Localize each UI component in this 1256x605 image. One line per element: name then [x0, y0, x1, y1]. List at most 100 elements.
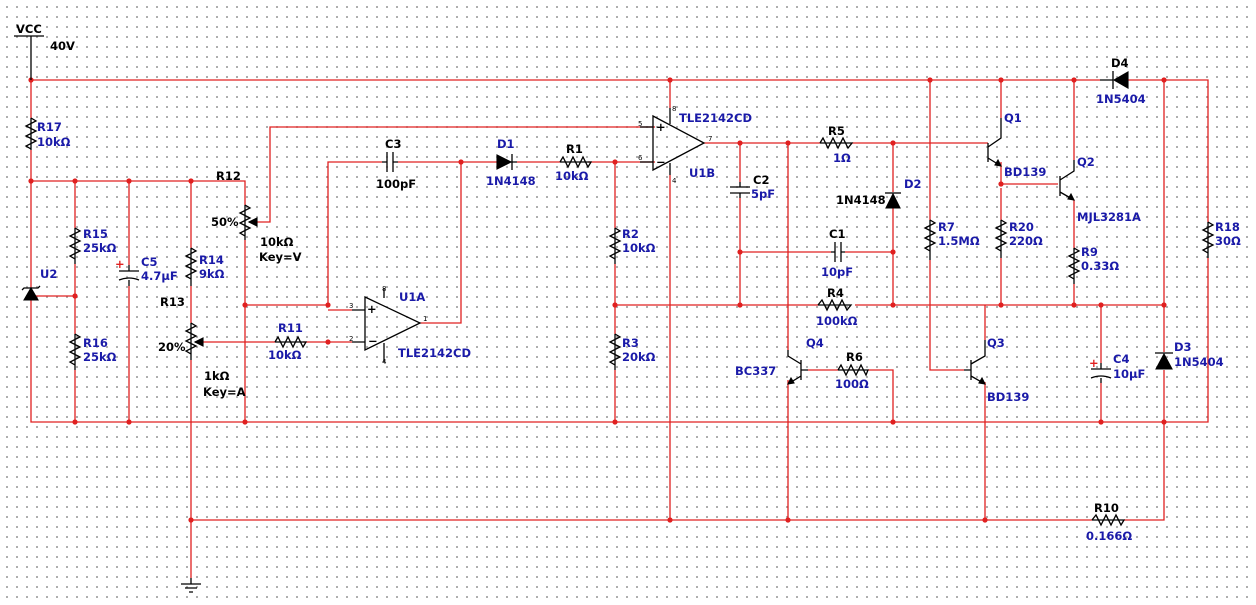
value-R18: 30Ω — [1215, 234, 1241, 248]
label-C3: C3 — [385, 137, 401, 151]
transistor-symbol-Q4 — [787, 350, 808, 385]
value-R15: 25kΩ — [83, 241, 117, 255]
vcc-supply-symbol — [14, 35, 44, 80]
value-R9: 0.33Ω — [1081, 259, 1119, 273]
resistor-symbol-R17 — [24, 117, 38, 150]
label-R11: R11 — [278, 321, 303, 335]
junctions — [28, 77, 1167, 523]
part-D2: 1N4148 — [836, 193, 886, 207]
label-R18: R18 — [1215, 220, 1240, 234]
transistor-symbol-Q2 — [1059, 160, 1075, 201]
svg-text:+: + — [1089, 356, 1099, 370]
resistor-symbol-R9 — [1067, 247, 1081, 284]
key-R13: Key=A — [203, 385, 246, 399]
transistor-symbol-Q1 — [987, 118, 1002, 167]
label-Q2: Q2 — [1077, 155, 1095, 169]
ground-symbol — [181, 578, 201, 593]
setting-R12: 50% — [211, 215, 239, 229]
vcc-label: VCC — [16, 22, 42, 36]
capacitor-symbol-C4: + — [1089, 356, 1112, 383]
value-R1: 10kΩ — [555, 169, 589, 183]
svg-text:+: + — [115, 257, 125, 271]
value-R5: 1Ω — [833, 151, 851, 165]
value-R14: 9kΩ — [199, 267, 225, 281]
label-C1: C1 — [829, 227, 845, 241]
label-D4: D4 — [1111, 56, 1129, 70]
resistor-symbol-R11 — [274, 335, 308, 349]
pin-U1B-vcc: 8 — [672, 105, 676, 113]
pin-U1B-gnd: 4 — [672, 177, 677, 185]
resistor-symbol-R6 — [837, 363, 869, 377]
label-R5: R5 — [828, 124, 845, 138]
label-D3: D3 — [1174, 340, 1192, 354]
value-R17: 10kΩ — [37, 135, 71, 149]
diode-symbol-D1 — [496, 154, 517, 170]
pin-U1B-out: 7 — [708, 135, 712, 143]
value-C2: 5pF — [751, 187, 775, 201]
value-R13: 1kΩ — [204, 369, 230, 383]
value-R7: 1.5MΩ — [938, 234, 980, 248]
svg-text:+: + — [367, 302, 377, 316]
resistor-symbol-R5 — [819, 136, 854, 150]
label-U2: U2 — [40, 267, 57, 281]
pin-U1A-minus: 2 — [349, 335, 353, 343]
capacitor-symbol-C3 — [382, 152, 398, 172]
resistor-symbol-R18 — [1201, 221, 1215, 258]
part-D4: 1N5404 — [1096, 92, 1146, 106]
resistor-symbol-R20 — [994, 219, 1008, 258]
capacitor-symbol-C5: + — [115, 257, 140, 286]
value-R20: 220Ω — [1009, 234, 1043, 248]
part-U1A: TLE2142CD — [398, 346, 471, 360]
resistor-symbol-R4 — [817, 298, 853, 312]
value-R11: 10kΩ — [268, 348, 302, 362]
key-R12: Key=V — [259, 250, 302, 264]
label-R6: R6 — [846, 350, 863, 364]
label-U1A: U1A — [399, 290, 425, 304]
resistor-symbol-R10 — [1091, 513, 1126, 527]
pin-U1A-gnd: 4 — [382, 358, 387, 366]
opamp-symbol-U1B: +− — [640, 108, 706, 175]
wires — [30, 79, 1209, 578]
value-C4: 10μF — [1113, 367, 1145, 381]
label-R20: R20 — [1009, 220, 1034, 234]
label-C4: C4 — [1113, 352, 1129, 366]
capacitor-symbol-C2 — [730, 182, 750, 198]
label-R2: R2 — [622, 227, 639, 241]
value-R3: 20kΩ — [622, 350, 656, 364]
label-U1B: U1B — [689, 166, 715, 180]
part-U1B: TLE2142CD — [679, 111, 752, 125]
resistor-symbol-R15 — [68, 227, 82, 264]
potentiometer-symbol-R12 — [238, 204, 258, 240]
label-Q3: Q3 — [987, 336, 1005, 350]
label-Q1: Q1 — [1004, 111, 1022, 125]
label-R17: R17 — [37, 120, 62, 134]
pin-U1B-plus: 5 — [638, 120, 642, 128]
vcc-voltage: 40V — [50, 39, 75, 53]
setting-R13: 20% — [158, 340, 186, 354]
part-Q4: BC337 — [735, 364, 776, 378]
pin-U1A-out: 1 — [423, 315, 427, 323]
transistor-symbol-Q3 — [964, 340, 986, 385]
potentiometer-symbol-R13 — [184, 322, 204, 360]
label-R9: R9 — [1081, 245, 1098, 259]
resistor-symbol-R3 — [608, 333, 622, 370]
resistor-symbol-R14 — [184, 247, 198, 286]
label-R12: R12 — [216, 169, 241, 183]
label-C2: C2 — [753, 173, 769, 187]
label-D1: D1 — [497, 137, 515, 151]
part-Q1: BD139 — [1004, 165, 1046, 179]
svg-text:+: + — [656, 120, 666, 134]
capacitor-symbol-C1 — [831, 242, 845, 262]
svg-text:−: − — [368, 334, 378, 348]
label-R13: R13 — [160, 295, 185, 309]
diode-symbol-D3 — [1155, 352, 1173, 370]
value-C5: 4.7μF — [141, 269, 178, 283]
label-Q4: Q4 — [806, 336, 824, 350]
label-R15: R15 — [83, 227, 108, 241]
value-R16: 25kΩ — [83, 350, 117, 364]
label-C5: C5 — [141, 255, 157, 269]
svg-text:−: − — [656, 155, 666, 169]
pin-U1A-plus: 3 — [349, 302, 353, 310]
